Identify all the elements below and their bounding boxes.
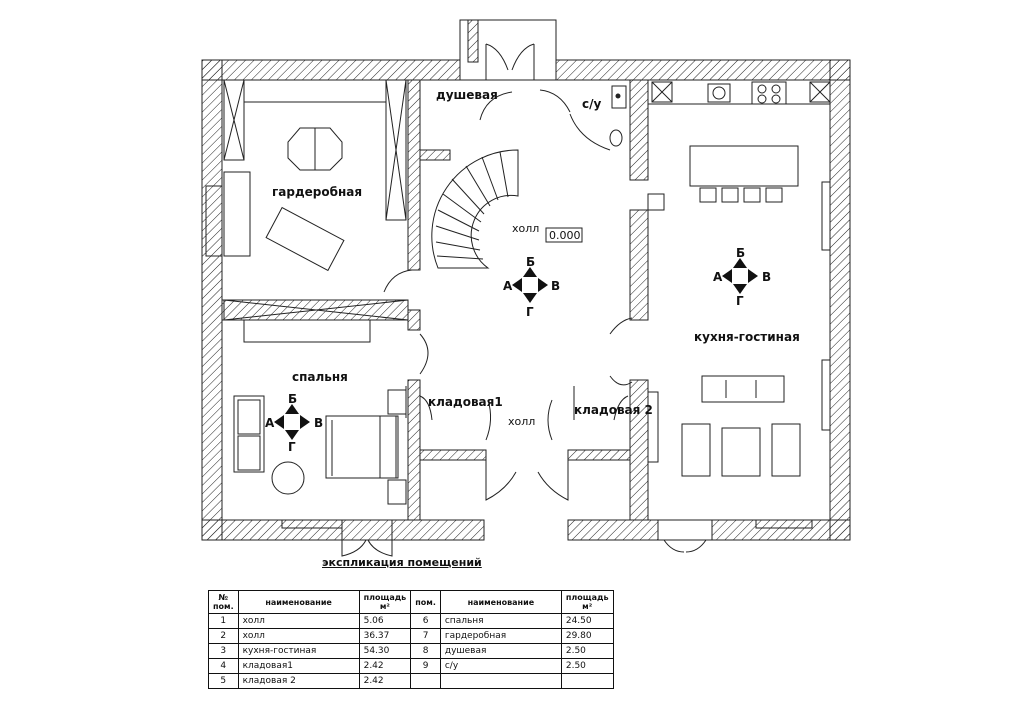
label-hall-bottom: холл xyxy=(508,415,535,428)
cell-num-2: 9 xyxy=(410,658,441,674)
header-num: № пом. xyxy=(208,590,239,614)
label-dressing-room: гардеробная xyxy=(272,185,362,199)
label-storage-2: кладовая 2 xyxy=(574,403,653,417)
staircase xyxy=(431,149,519,269)
cell-name: кладовая 2 xyxy=(237,673,360,689)
cell-area-2 xyxy=(560,673,614,689)
table-row: 5 кладовая 2 2.42 xyxy=(208,673,614,689)
bedroom-furniture xyxy=(233,389,407,557)
header-name: наименование xyxy=(237,590,360,614)
wc-fixtures xyxy=(569,85,627,151)
compass-g: Г xyxy=(288,440,296,454)
label-level-mark: 0.000 xyxy=(549,229,581,242)
cell-name-2: спальня xyxy=(439,613,562,629)
cell-num: 2 xyxy=(208,628,239,644)
explication-title: экспликация помещений xyxy=(322,556,482,569)
table-row: 1 холл 5.06 6 спальня 24.50 xyxy=(208,613,614,629)
cell-area: 5.06 xyxy=(358,613,412,629)
cell-area-2: 2.50 xyxy=(560,643,614,659)
header-area: площадь м² xyxy=(358,590,412,614)
table-row: 3 кухня-гостиная 54.30 8 душевая 2.50 xyxy=(208,643,614,659)
compass-g: Г xyxy=(526,305,534,319)
cell-num-2: 7 xyxy=(410,628,441,644)
cell-name: холл xyxy=(237,613,360,629)
label-hall-top: холл xyxy=(512,222,539,235)
dressing-room-furniture xyxy=(223,79,409,343)
kitchen-living-furniture xyxy=(205,79,831,553)
cell-name-2: душевая xyxy=(439,643,562,659)
cell-area: 2.42 xyxy=(358,673,412,689)
header-name-2: наименование xyxy=(439,590,562,614)
compass-hall: Б А В Г xyxy=(503,255,560,319)
header-num-2: пом. xyxy=(410,590,441,614)
label-shower: душевая xyxy=(436,88,498,102)
cell-num-2: 8 xyxy=(410,643,441,659)
cell-num: 1 xyxy=(208,613,239,629)
compass-v: В xyxy=(762,270,771,284)
compass-v: В xyxy=(314,416,323,430)
cell-name: холл xyxy=(237,628,360,644)
compass-v: В xyxy=(551,279,560,293)
cell-num-2 xyxy=(410,673,441,689)
entrance-vestibule xyxy=(459,19,571,121)
header-area-2: площадь м² xyxy=(560,590,614,614)
compass-b: Б xyxy=(736,246,745,260)
cell-name-2: с/у xyxy=(439,658,562,674)
table-header-row: № пом. наименование площадь м² пом. наим… xyxy=(208,590,614,614)
cell-area-2: 29.80 xyxy=(560,628,614,644)
label-wc: с/у xyxy=(582,97,601,111)
compass-a: А xyxy=(713,270,723,284)
cell-area-2: 24.50 xyxy=(560,613,614,629)
table-row: 4 кладовая1 2.42 9 с/у 2.50 xyxy=(208,658,614,674)
compass-b: Б xyxy=(526,255,535,269)
compass-b: Б xyxy=(288,392,297,406)
compass-a: А xyxy=(503,279,513,293)
cell-name-2 xyxy=(439,673,562,689)
explication-table: № пом. наименование площадь м² пом. наим… xyxy=(208,590,614,689)
level-mark-box xyxy=(545,227,583,243)
cell-name: кладовая1 xyxy=(237,658,360,674)
label-storage-1: кладовая1 xyxy=(428,395,503,409)
cell-num: 5 xyxy=(208,673,239,689)
label-bedroom: спальня xyxy=(292,370,348,384)
table-row: 2 холл 36.37 7 гардеробная 29.80 xyxy=(208,628,614,644)
cell-num: 3 xyxy=(208,643,239,659)
cell-area-2: 2.50 xyxy=(560,658,614,674)
label-kitchen-living: кухня-гостиная xyxy=(694,330,800,344)
cell-num: 4 xyxy=(208,658,239,674)
cell-area: 36.37 xyxy=(358,628,412,644)
compass-a: А xyxy=(265,416,275,430)
cell-area: 54.30 xyxy=(358,643,412,659)
cell-num-2: 6 xyxy=(410,613,441,629)
compass-g: Г xyxy=(736,294,744,308)
doors xyxy=(383,269,633,501)
cell-name-2: гардеробная xyxy=(439,628,562,644)
cell-name: кухня-гостиная xyxy=(237,643,360,659)
compass-kitchen: Б А В Г xyxy=(713,246,771,308)
cell-area: 2.42 xyxy=(358,658,412,674)
compass-bedroom: Б А В Г xyxy=(265,392,323,454)
